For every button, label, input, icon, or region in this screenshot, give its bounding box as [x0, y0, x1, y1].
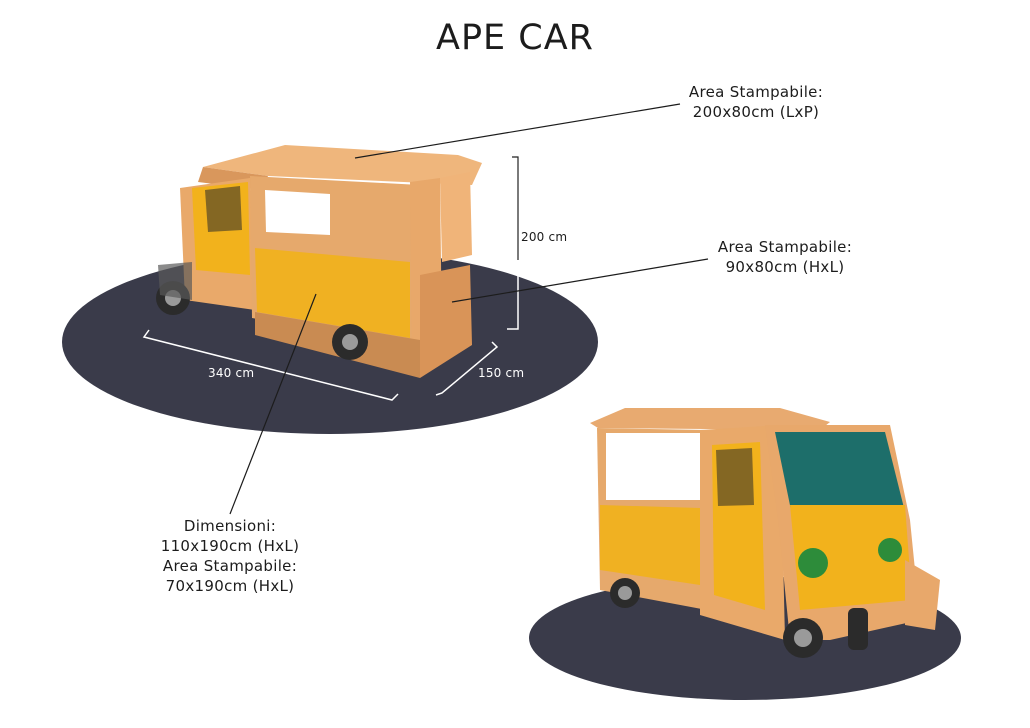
ape-car-front-view: [590, 408, 940, 658]
page-title: APE CAR: [436, 18, 594, 58]
side-label-line2: 110x190cm (HxL): [160, 537, 300, 555]
side-leader-line: [229, 293, 317, 515]
roof-leader-line: [354, 103, 681, 159]
side-label-line3: Area Stampabile:: [162, 557, 298, 575]
side-dimensions-label: Dimensioni: 110x190cm (HxL) Area Stampab…: [130, 516, 330, 596]
rear-label-line1: Area Stampabile:: [717, 238, 853, 256]
roof-label-line2: 200x80cm (LxP): [692, 103, 820, 121]
side-label-line1: Dimensioni:: [183, 517, 277, 535]
length-dimension-line: [142, 329, 399, 401]
rear-print-area-label: Area Stampabile: 90x80cm (HxL): [695, 237, 875, 277]
width-dimension-label: 150 cm: [478, 366, 525, 380]
side-label-line4: 70x190cm (HxL): [165, 577, 295, 595]
rear-leader-line: [451, 258, 709, 303]
length-dimension-label: 340 cm: [208, 366, 255, 380]
height-dimension-line-dark: [512, 156, 519, 260]
ape-car-rear-view: [156, 145, 482, 378]
roof-print-area-label: Area Stampabile: 200x80cm (LxP): [666, 82, 846, 122]
height-dimension-label: 200 cm: [521, 230, 568, 244]
roof-label-line1: Area Stampabile:: [688, 83, 824, 101]
rear-label-line2: 90x80cm (HxL): [725, 258, 845, 276]
width-dimension-line: [435, 341, 499, 396]
